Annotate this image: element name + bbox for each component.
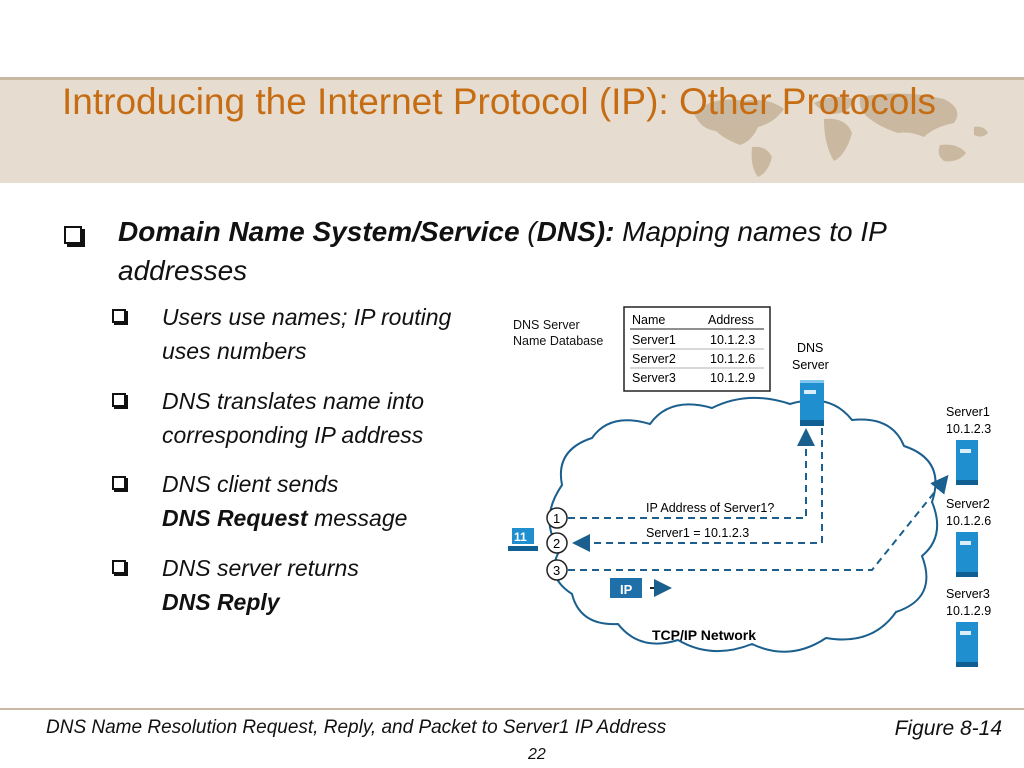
sub-bullet-text: DNS translates name into corresponding I… [162, 388, 425, 448]
dns-server-label-2: Server [792, 358, 829, 372]
table-cell: 10.1.2.6 [710, 352, 755, 366]
step-1: 1 [553, 511, 560, 526]
table-cell: 10.1.2.9 [710, 371, 755, 385]
title-divider [0, 77, 1024, 80]
sub-bullet-text-before: DNS client sends [162, 471, 339, 497]
bullet-checkbox-icon [112, 309, 126, 323]
table-header-address: Address [708, 313, 754, 327]
step-3: 3 [553, 563, 560, 578]
figure-caption: DNS Name Resolution Request, Reply, and … [46, 717, 667, 738]
main-bullet-paren: ( [519, 216, 537, 247]
footer-divider [0, 708, 1024, 710]
server1-name: Server1 [946, 405, 990, 419]
bullet-checkbox-icon [112, 476, 126, 490]
server2-ip: 10.1.2.6 [946, 514, 991, 528]
db-label-line2: Name Database [513, 334, 603, 348]
main-bullet-text: Domain Name System/Service (DNS): Mappin… [118, 212, 888, 290]
page-number: 22 [528, 746, 546, 763]
reply-message: Server1 = 10.1.2.3 [646, 526, 749, 540]
server3-ip: 10.1.2.9 [946, 604, 991, 618]
world-map-icon [694, 93, 988, 177]
sub-bullet-text-before: DNS server returns [162, 555, 359, 581]
bullet-checkbox-icon [64, 226, 82, 244]
step-2: 2 [553, 536, 560, 551]
bullet-checkbox-icon [112, 560, 126, 574]
request-message: IP Address of Server1? [646, 501, 774, 515]
server2-icon [956, 532, 978, 577]
dns-server-icon [800, 380, 824, 426]
sub-bullet-bold: DNS Reply [162, 589, 280, 615]
main-bullet-bold: Domain Name System/Service [118, 216, 520, 247]
ip-badge: IP [620, 582, 633, 597]
packet-arrow [568, 474, 949, 571]
reply-arrow [572, 428, 823, 552]
server1-ip: 10.1.2.3 [946, 422, 991, 436]
title-band [0, 77, 1024, 183]
figure-reference: Figure 8-14 [894, 717, 1002, 740]
table-cell: 10.1.2.3 [710, 333, 755, 347]
network-cloud [548, 396, 939, 653]
server1-icon [956, 440, 978, 485]
main-bullet-bold-2: DNS): [536, 216, 615, 247]
db-label-line1: DNS Server [513, 318, 580, 332]
pc-badge: 11 [514, 530, 527, 544]
server2-name: Server2 [946, 497, 990, 511]
table-cell: Server2 [632, 352, 676, 366]
table-header-name: Name [632, 313, 665, 327]
main-bullet-rest: Mapping names to IP addresses [118, 216, 886, 286]
ip-packet-icon: IP [610, 578, 672, 598]
table-cell: Server1 [632, 333, 676, 347]
sub-bullet-bold: DNS Request [162, 505, 308, 531]
server3-icon [956, 622, 978, 667]
sub-bullet-text: Users use names; IP routing uses numbers [162, 304, 452, 364]
network-label: TCP/IP Network [652, 627, 756, 643]
bullet-checkbox-icon [112, 393, 126, 407]
client-pc-icon: 11 [508, 528, 538, 551]
server3-name: Server3 [946, 587, 990, 601]
dns-diagram: DNS Server Name Database Name Address Se… [500, 300, 1024, 680]
table-cell: Server3 [632, 371, 676, 385]
dns-server-label: DNS [797, 341, 823, 355]
slide-title: Introducing the Internet Protocol (IP): … [62, 81, 937, 122]
sub-bullet-text-after: message [307, 505, 408, 531]
